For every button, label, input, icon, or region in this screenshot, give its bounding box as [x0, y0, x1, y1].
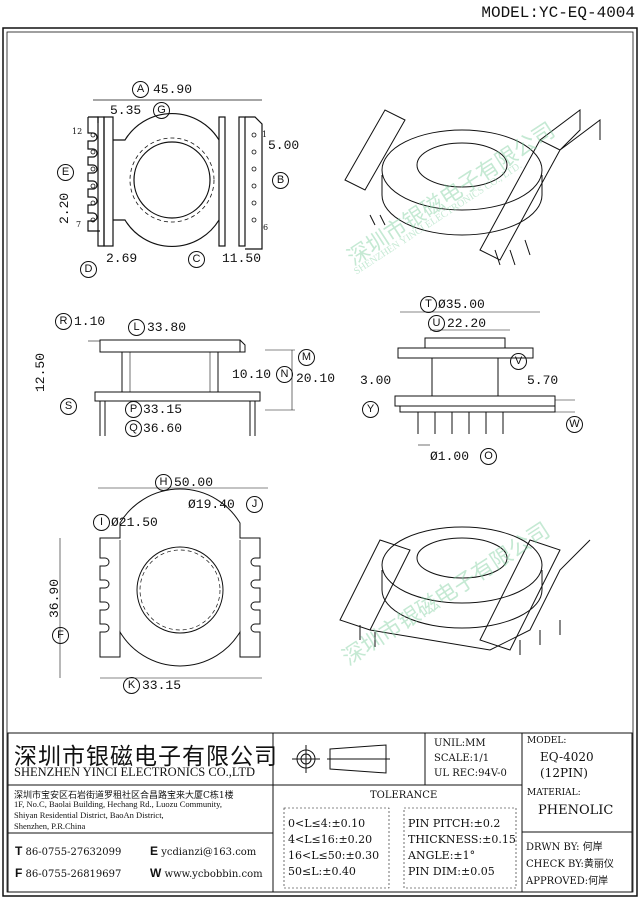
model-pins: (12PIN) — [540, 766, 588, 780]
dim-value-f: 36.90 — [47, 578, 62, 618]
pin-number-7: 7 — [76, 220, 82, 229]
dim-value-e: 2.20 — [57, 192, 72, 224]
tolerance-other: PIN PITCH:±0.2 — [408, 817, 501, 830]
dim-letter-v: V — [510, 353, 527, 370]
dim-letter-f: F — [52, 627, 69, 644]
model-label: MODEL: — [527, 736, 567, 746]
model-code-header: MODEL:YC-EQ-4004 — [481, 4, 635, 22]
company-name-en: SHENZHEN YINCI ELECTRONICS CO.,LTD — [14, 765, 256, 779]
dim-value-q: 36.60 — [143, 421, 183, 436]
tolerance-other: PIN DIM:±0.05 — [408, 865, 495, 878]
address-line: 深圳市宝安区石岩街道罗租社区合昌路宝来大厦C栋1楼 — [14, 791, 234, 801]
phone-value: 86-0755-27632099 — [25, 847, 122, 858]
ul-rec: UL REC:94V-0 — [434, 768, 507, 779]
dim-letter-u: U — [428, 315, 445, 332]
company-name-cn: 深圳市银磁电子有限公司 — [14, 744, 278, 770]
dim-letter-o: O — [480, 448, 497, 465]
isometric-view-bottom — [339, 526, 591, 655]
email-key: E — [150, 844, 159, 858]
fax-key: F — [15, 866, 23, 880]
dim-value-k: 33.15 — [142, 678, 182, 693]
address-line: 1F, No.C, Baolai Building, Hechang Rd., … — [14, 799, 222, 809]
model-value: EQ-4020 — [540, 750, 594, 764]
address-line: Shenzhen, P.R.China — [14, 821, 86, 831]
contact-phone: T 86-0755-27632099 — [15, 844, 121, 858]
approved-by: APPROVED:何岸 — [526, 876, 609, 887]
dim-letter-h: H — [155, 474, 172, 491]
dim-value-n: 10.10 — [232, 367, 272, 382]
dim-value-d: 2.69 — [106, 251, 138, 266]
dim-value-o: Ø1.00 — [430, 449, 470, 464]
email-value: ycdianzi@163.com — [161, 847, 257, 858]
pin-number-1: 1 — [262, 130, 268, 139]
address-line: Shiyan Residential District, BaoAn Distr… — [14, 810, 164, 820]
dim-letter-j: J — [246, 496, 263, 513]
dim-letter-e: E — [57, 164, 74, 181]
dim-value-t: Ø35.00 — [438, 297, 485, 312]
dim-letter-r: R — [55, 313, 72, 330]
dim-value-c: 11.50 — [222, 251, 262, 266]
side-view — [88, 339, 295, 436]
contact-fax: F 86-0755-26819697 — [15, 866, 121, 880]
tolerance-length: 4<L≤16:±0.20 — [288, 833, 373, 846]
tolerance-other: THICKNESS:±0.15 — [408, 833, 516, 846]
material-value: PHENOLIC — [538, 803, 614, 818]
front-view — [394, 311, 575, 446]
tolerance-length: 0<L≤4:±0.10 — [288, 817, 366, 830]
dim-value-u: 22.20 — [447, 316, 487, 331]
dim-value-p: 33.15 — [143, 402, 183, 417]
dim-value-h: 50.00 — [174, 475, 214, 490]
scale: SCALE:1/1 — [434, 753, 490, 764]
bottom-view — [59, 487, 268, 679]
pin-number-12: 12 — [72, 127, 83, 136]
tolerance-length: 50≤L:±0.40 — [288, 865, 356, 878]
dim-value-m: 20.10 — [296, 371, 336, 386]
dim-letter-g: G — [153, 102, 170, 119]
dim-letter-n: N — [276, 366, 293, 383]
dim-value-j: Ø19.40 — [188, 497, 235, 512]
dim-letter-b: B — [272, 172, 289, 189]
dim-letter-d: D — [80, 261, 97, 278]
tolerance-length: 16<L≤50:±0.30 — [288, 849, 380, 862]
dim-value-b: 5.00 — [268, 138, 300, 153]
dim-letter-a: A — [132, 81, 149, 98]
dim-value-y: 3.00 — [360, 373, 392, 388]
dim-letter-i: I — [93, 514, 110, 531]
dim-value-a: 45.90 — [153, 82, 193, 97]
top-view — [87, 99, 263, 250]
dim-value-r: 1.10 — [74, 314, 106, 329]
dim-letter-p: P — [125, 401, 142, 418]
dim-value-i: Ø21.50 — [111, 515, 158, 530]
dim-letter-m: M — [298, 349, 315, 366]
unit: UNIL:MM — [434, 738, 486, 749]
dim-letter-c: C — [188, 251, 205, 268]
dim-value-s: 12.50 — [33, 352, 48, 392]
pin-number-6: 6 — [263, 223, 269, 232]
dim-value-g: 5.35 — [110, 103, 142, 118]
website-value: www.ycbobbin.com — [164, 869, 263, 880]
tolerance-title: TOLERANCE — [370, 790, 438, 801]
contact-email: E ycdianzi@163.com — [150, 844, 256, 858]
dim-letter-w: W — [566, 416, 583, 433]
dim-letter-s: S — [60, 398, 77, 415]
dim-letter-t: T — [420, 296, 437, 313]
dim-value-l: 33.80 — [147, 320, 187, 335]
check-by: CHECK BY:黄丽仪 — [526, 859, 614, 870]
dim-letter-k: K — [123, 677, 140, 694]
title-block-lines — [7, 732, 633, 893]
fax-value: 86-0755-26819697 — [25, 869, 122, 880]
contact-website: W www.ycbobbin.com — [150, 866, 263, 880]
material-label: MATERIAL: — [527, 788, 581, 798]
tolerance-other: ANGLE:±1° — [408, 849, 476, 862]
website-key: W — [150, 866, 162, 880]
dim-letter-q: Q — [125, 420, 142, 437]
drawn-by: DRWN BY: 何岸 — [526, 842, 603, 853]
isometric-view-top — [344, 109, 601, 266]
dim-value-v: 5.70 — [527, 373, 559, 388]
phone-key: T — [15, 844, 23, 858]
dim-letter-l: L — [128, 319, 145, 336]
dim-letter-y: Y — [362, 401, 379, 418]
drawing-frame — [2, 27, 638, 897]
